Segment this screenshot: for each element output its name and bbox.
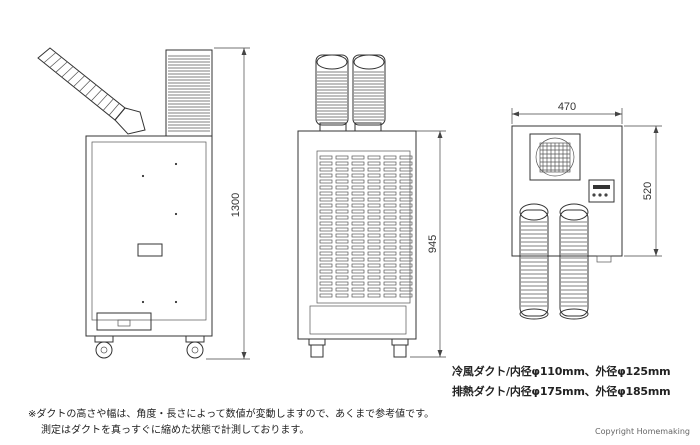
front-view [297, 54, 446, 358]
front-casters [308, 338, 409, 358]
cold-duct-spec: 冷風ダクト/内径φ110mm、外径φ125mm [452, 365, 671, 378]
front-grille [316, 150, 411, 304]
top-ducts [519, 203, 589, 320]
top-body [511, 125, 623, 257]
top-control-panel [588, 179, 615, 203]
dim-1300 [206, 47, 250, 360]
side-handle [137, 243, 163, 257]
dim-label-470: 470 [558, 101, 576, 113]
side-casters [94, 335, 205, 359]
top-view [511, 108, 662, 320]
note-line-2: 測定はダクトを真っすぐに縮めた状態で計測しております。 [41, 425, 310, 436]
copyright: Copyright Homemaking [595, 427, 690, 436]
dim-label-945: 945 [427, 235, 439, 253]
dim-470 [511, 108, 623, 124]
front-ducts [315, 54, 386, 132]
side-top-box [165, 49, 213, 137]
dim-label-520: 520 [642, 182, 654, 200]
front-body [297, 130, 417, 340]
dim-520 [624, 125, 662, 257]
exhaust-duct-spec: 排熱ダクト/内径φ175mm、外径φ185mm [452, 385, 671, 398]
side-body [85, 135, 213, 337]
dim-label-1300: 1300 [230, 193, 242, 217]
dim-945 [410, 130, 446, 358]
side-view [37, 47, 250, 360]
side-drain-panel [96, 312, 152, 331]
top-fan-grille [529, 133, 581, 181]
side-duct [37, 47, 146, 135]
note-line-1: ※ダクトの高さや幅は、角度・長さによって数値が変動しますので、あくまで参考値です… [28, 409, 435, 420]
